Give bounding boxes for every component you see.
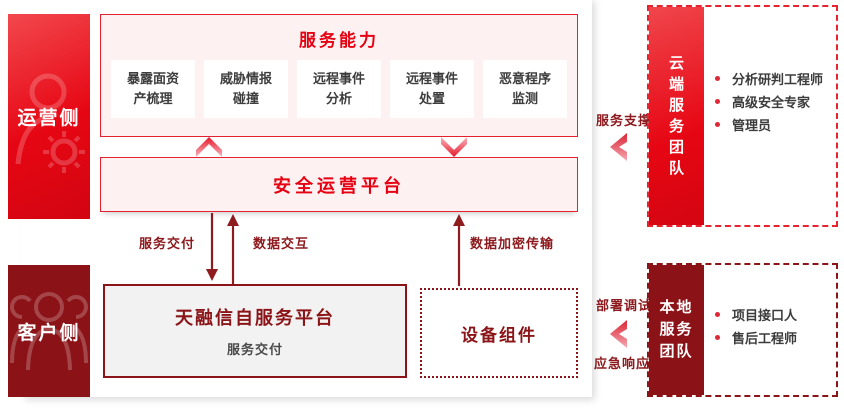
bullet-icon	[715, 99, 720, 104]
local-service-team-title: 本地服务团队	[659, 299, 694, 360]
flow-label-data-exchange: 数据交互	[253, 236, 310, 251]
list-item: 高级安全专家	[704, 90, 836, 113]
flow-label-service-support: 服务支撑	[596, 113, 653, 128]
flow-label-deploy-debug: 部署调试	[596, 298, 653, 313]
list-item: 管理员	[704, 113, 836, 136]
cloud-service-team-rail: 云端服务团队	[649, 7, 704, 225]
list-item: 分析研判工程师	[704, 67, 836, 90]
flow-label-service-delivery: 服务交付	[139, 236, 196, 251]
operations-side-label: 运营侧	[17, 108, 81, 129]
device-components-box: 设备组件	[420, 288, 578, 378]
customer-side-label: 客户侧	[17, 322, 81, 344]
capability-remote-response: 远程事件 处置	[390, 60, 474, 118]
capability-remote-analysis: 远程事件 分析	[297, 60, 381, 118]
list-item: 售后工程师	[704, 326, 836, 349]
local-service-team-group: 本地服务团队 项目接口人 售后工程师	[647, 263, 838, 397]
capability-malware-monitoring: 恶意程序 监测	[483, 60, 567, 118]
flow-label-emergency-response: 应急响应	[594, 356, 651, 371]
bullet-icon	[715, 312, 720, 317]
self-service-platform: 天融信自服务平台 服务交付	[103, 284, 407, 378]
capability-exposure-assets: 暴露面资 产梳理	[111, 60, 195, 118]
capability-row: 暴露面资 产梳理 威胁情报 碰撞 远程事件 分析 远程事件 处置 恶意程序 监测	[101, 60, 577, 118]
security-operations-platform-label: 安全运营平台	[273, 175, 405, 196]
self-service-platform-title: 天融信自服务平台	[175, 308, 335, 328]
operations-icon	[15, 73, 85, 173]
bullet-icon	[715, 122, 720, 127]
service-capability-panel: 服务能力 暴露面资 产梳理 威胁情报 碰撞 远程事件 分析 远程事件 处置 恶意…	[100, 14, 578, 137]
self-service-platform-subtitle: 服务交付	[226, 342, 283, 357]
device-components-label: 设备组件	[461, 325, 537, 345]
security-operations-platform: 安全运营平台	[100, 157, 578, 212]
cloud-service-team-title: 云端服务团队	[668, 55, 684, 177]
local-team-member-list: 项目接口人 售后工程师	[704, 265, 836, 395]
cloud-service-team-group: 云端服务团队 分析研判工程师 高级安全专家 管理员	[647, 5, 838, 227]
service-capability-title: 服务能力	[299, 31, 379, 50]
bullet-icon	[715, 335, 720, 340]
flow-label-encrypted-transfer: 数据加密传输	[470, 236, 555, 251]
bullet-icon	[715, 76, 720, 81]
customer-side-rail: 客户侧	[8, 265, 90, 397]
operations-side-rail: 运营侧	[8, 14, 90, 219]
customers-icon	[10, 292, 88, 371]
cloud-team-member-list: 分析研判工程师 高级安全专家 管理员	[704, 7, 836, 225]
capability-threat-intel: 威胁情报 碰撞	[204, 60, 288, 118]
list-item: 项目接口人	[704, 303, 836, 326]
left-chevron-icon	[610, 133, 627, 161]
local-service-team-rail: 本地服务团队	[649, 265, 704, 395]
left-chevron-icon	[610, 320, 627, 348]
